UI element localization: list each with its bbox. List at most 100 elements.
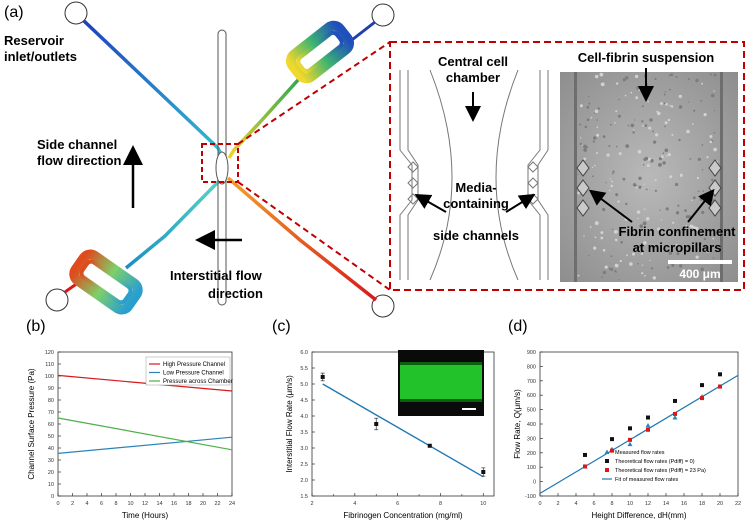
fibrin-label-line2: at micropillars xyxy=(633,240,722,255)
fit-line xyxy=(539,374,739,494)
media-arrow-right xyxy=(505,193,536,213)
serpentine-top xyxy=(285,20,355,84)
scale-label: 400 μm xyxy=(679,267,720,281)
fit-line xyxy=(322,383,484,478)
y-tick-label: 110 xyxy=(45,362,54,368)
schematic-title-line2: chamber xyxy=(446,70,500,85)
schematic-title-line1: Central cell xyxy=(438,54,508,69)
legend-label: Measured flow rates xyxy=(615,450,665,456)
y-tick-label: 3.5 xyxy=(300,430,308,436)
x-tick-label: 4 xyxy=(85,501,88,507)
side-flow-label-line2: flow direction xyxy=(37,153,122,168)
x-tick-label: 18 xyxy=(185,501,191,507)
y-axis-label: Channel Surface Pressure (Pa) xyxy=(27,368,36,480)
data-point-square xyxy=(718,384,722,389)
y-tick-label: 5.5 xyxy=(300,366,308,372)
x-tick-label: 10 xyxy=(627,501,633,507)
y-tick-label: 100 xyxy=(527,465,536,471)
data-point-triangle xyxy=(645,422,651,428)
legend-marker xyxy=(605,459,609,463)
y-tick-label: 60 xyxy=(48,422,54,428)
y-tick-label: 500 xyxy=(527,408,536,414)
x-tick-label: 14 xyxy=(156,501,162,507)
plot-frame xyxy=(539,351,739,497)
y-tick-label: 70 xyxy=(48,410,54,416)
legend-label: Fit of measured flow rates xyxy=(615,477,679,483)
y-axis-label: Flow Rate, Q(μm/s) xyxy=(513,389,522,459)
y-tick-label: 1.5 xyxy=(300,494,308,500)
y-tick-label: 0 xyxy=(51,494,54,500)
reservoir-label-line2: inlet/outlets xyxy=(4,49,77,64)
fibrin-label-line1: Fibrin confinement xyxy=(619,224,737,239)
y-tick-label: 50 xyxy=(48,434,54,440)
y-tick-label: 80 xyxy=(48,398,54,404)
interstitial-label-line2: direction xyxy=(208,286,263,301)
y-tick-label: 300 xyxy=(527,436,536,442)
x-axis-label: Height Difference, dH(mm) xyxy=(592,511,687,520)
scale-bar xyxy=(668,260,732,264)
x-axis-label: Time (Hours) xyxy=(122,511,169,520)
x-axis-label: Fibrinogen Concentration (mg/ml) xyxy=(343,511,462,520)
media-arrow-left xyxy=(414,194,447,213)
y-tick-label: 600 xyxy=(527,393,536,399)
zoom-box xyxy=(201,143,239,183)
interstitial-label-line1: Interstitial flow xyxy=(170,268,263,283)
x-tick-label: 0 xyxy=(56,501,59,507)
x-tick-label: 24 xyxy=(229,501,235,507)
x-tick-label: 16 xyxy=(681,501,687,507)
inset-edge-top xyxy=(400,362,482,365)
inset-scale-bar xyxy=(462,408,476,410)
reservoir-top-right xyxy=(371,3,395,27)
y-tick-label: 800 xyxy=(527,364,536,370)
data-point-square xyxy=(673,398,677,403)
reservoir-bottom-left xyxy=(45,288,69,312)
media-label-line3: side channels xyxy=(433,228,519,243)
x-tick-label: 10 xyxy=(127,501,133,507)
y-tick-label: 20 xyxy=(48,470,54,476)
data-point-square xyxy=(646,415,650,420)
legend-label: High Pressure Channel xyxy=(163,362,225,368)
x-tick-label: 22 xyxy=(735,501,741,507)
legend-marker xyxy=(605,468,609,472)
legend-label: Theoretical flow rates (Pdiff) = 23 Pa) xyxy=(615,468,706,474)
reservoir-top-left xyxy=(64,1,88,25)
x-tick-label: 2 xyxy=(556,501,559,507)
x-tick-label: 22 xyxy=(214,501,220,507)
x-tick-label: 12 xyxy=(142,501,148,507)
data-point-triangle xyxy=(627,441,633,447)
panel-a-tag: (a) xyxy=(4,4,24,21)
channel-top-right xyxy=(227,78,300,159)
channel-bottom-right xyxy=(226,176,378,302)
data-point-square xyxy=(628,437,632,442)
x-tick-label: 0 xyxy=(538,501,541,507)
series-line xyxy=(57,374,233,392)
serpentine-bottom xyxy=(69,249,143,315)
x-tick-label: 14 xyxy=(663,501,669,507)
data-point xyxy=(427,443,432,448)
panel-tag: (d) xyxy=(508,318,528,335)
reservoir-label-line1: Reservoir xyxy=(4,33,64,48)
data-point xyxy=(481,470,486,474)
x-tick-label: 10 xyxy=(480,501,486,507)
data-point-square xyxy=(673,411,677,416)
fibrin-arrow-right xyxy=(687,188,715,223)
y-tick-label: 2.5 xyxy=(300,462,308,468)
x-tick-label: 20 xyxy=(717,501,723,507)
x-tick-label: 6 xyxy=(100,501,103,507)
data-point-square xyxy=(628,426,632,431)
x-tick-label: 6 xyxy=(592,501,595,507)
x-tick-label: 8 xyxy=(114,501,117,507)
data-point-triangle xyxy=(672,415,678,420)
y-tick-label: 40 xyxy=(48,446,54,452)
y-tick-label: 400 xyxy=(527,422,536,428)
y-tick-label: 5.0 xyxy=(300,382,308,388)
data-point-square xyxy=(718,372,722,377)
y-tick-label: 30 xyxy=(48,458,54,464)
inset-fluorescence xyxy=(400,362,482,400)
data-point-square xyxy=(583,452,587,457)
central-chamber xyxy=(215,151,229,185)
x-tick-label: 6 xyxy=(396,501,399,507)
y-tick-label: 6.0 xyxy=(300,350,308,356)
zoom-connector-top xyxy=(237,41,391,145)
